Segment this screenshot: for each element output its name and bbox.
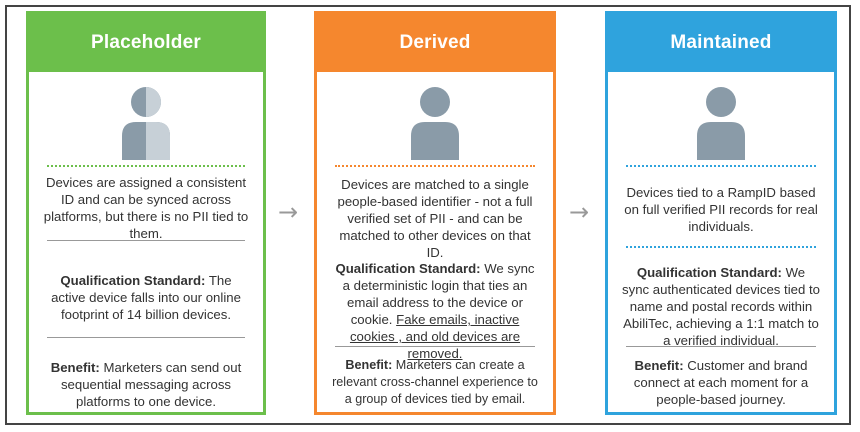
derived-description: Devices are matched to a single people-b… [337,177,533,260]
qualification-label: Qualification Standard: [60,273,206,288]
person-icon [411,87,459,160]
qualification-text: The active device falls into our online … [51,273,241,322]
divider [47,240,245,241]
divider [626,165,816,167]
benefit-text: Customer and brand connect at each momen… [633,358,809,407]
derived-card-title: Derived [399,32,471,53]
qualification-label: Qualification Standard: [636,265,782,280]
placeholder-card-header: Placeholder [29,14,263,72]
benefit-label: Benefit: [634,358,684,373]
derived-card-header: Derived [317,14,553,72]
maintained-description: Devices tied to a RampID based on full v… [624,185,818,234]
right-arrow-icon: → [278,198,299,226]
placeholder-qualification: Qualification Standard: The active devic… [43,272,249,323]
benefit-label: Benefit: [50,360,100,375]
divider [47,337,245,338]
derived-qualification: Qualification Standard: We sync a determ… [331,260,539,362]
derived-card: Derived Devices are matched to a single … [314,11,556,415]
placeholder-card-title: Placeholder [91,32,201,53]
benefit-text: Marketers can send out sequential messag… [60,360,242,409]
benefit-text: Marketers can create a relevant cross-ch… [332,358,538,406]
maintained-qualification: Qualification Standard: We sync authenti… [622,264,820,349]
placeholder-card: Placeholder Devices are assigned a consi… [26,11,266,415]
qualification-text: We sync authenticated devices tied to na… [622,265,820,348]
maintained-benefit: Benefit: Customer and brand connect at e… [622,357,820,408]
qualification-label: Qualification Standard: [335,261,481,276]
qualification-underlined-text: Fake emails, inactive cookies , and old … [349,312,521,361]
benefit-label: Benefit: [345,358,393,372]
placeholder-benefit: Benefit: Marketers can send out sequenti… [43,359,249,410]
person-icon [697,87,745,160]
divider [335,346,535,347]
derived-benefit: Benefit: Marketers can create a relevant… [331,357,539,408]
maintained-card: Maintained Devices tied to a RampID base… [605,11,837,415]
right-arrow-icon: → [569,198,590,226]
divider [626,346,816,347]
divider [47,165,245,167]
placeholder-description: Devices are assigned a consistent ID and… [43,175,249,241]
divider [626,246,816,248]
maintained-card-title: Maintained [670,32,772,53]
divider [335,165,535,167]
maintained-card-header: Maintained [608,14,834,72]
half-person-icon [122,87,170,160]
qualification-text: We sync a deterministic login that ties … [342,261,535,327]
